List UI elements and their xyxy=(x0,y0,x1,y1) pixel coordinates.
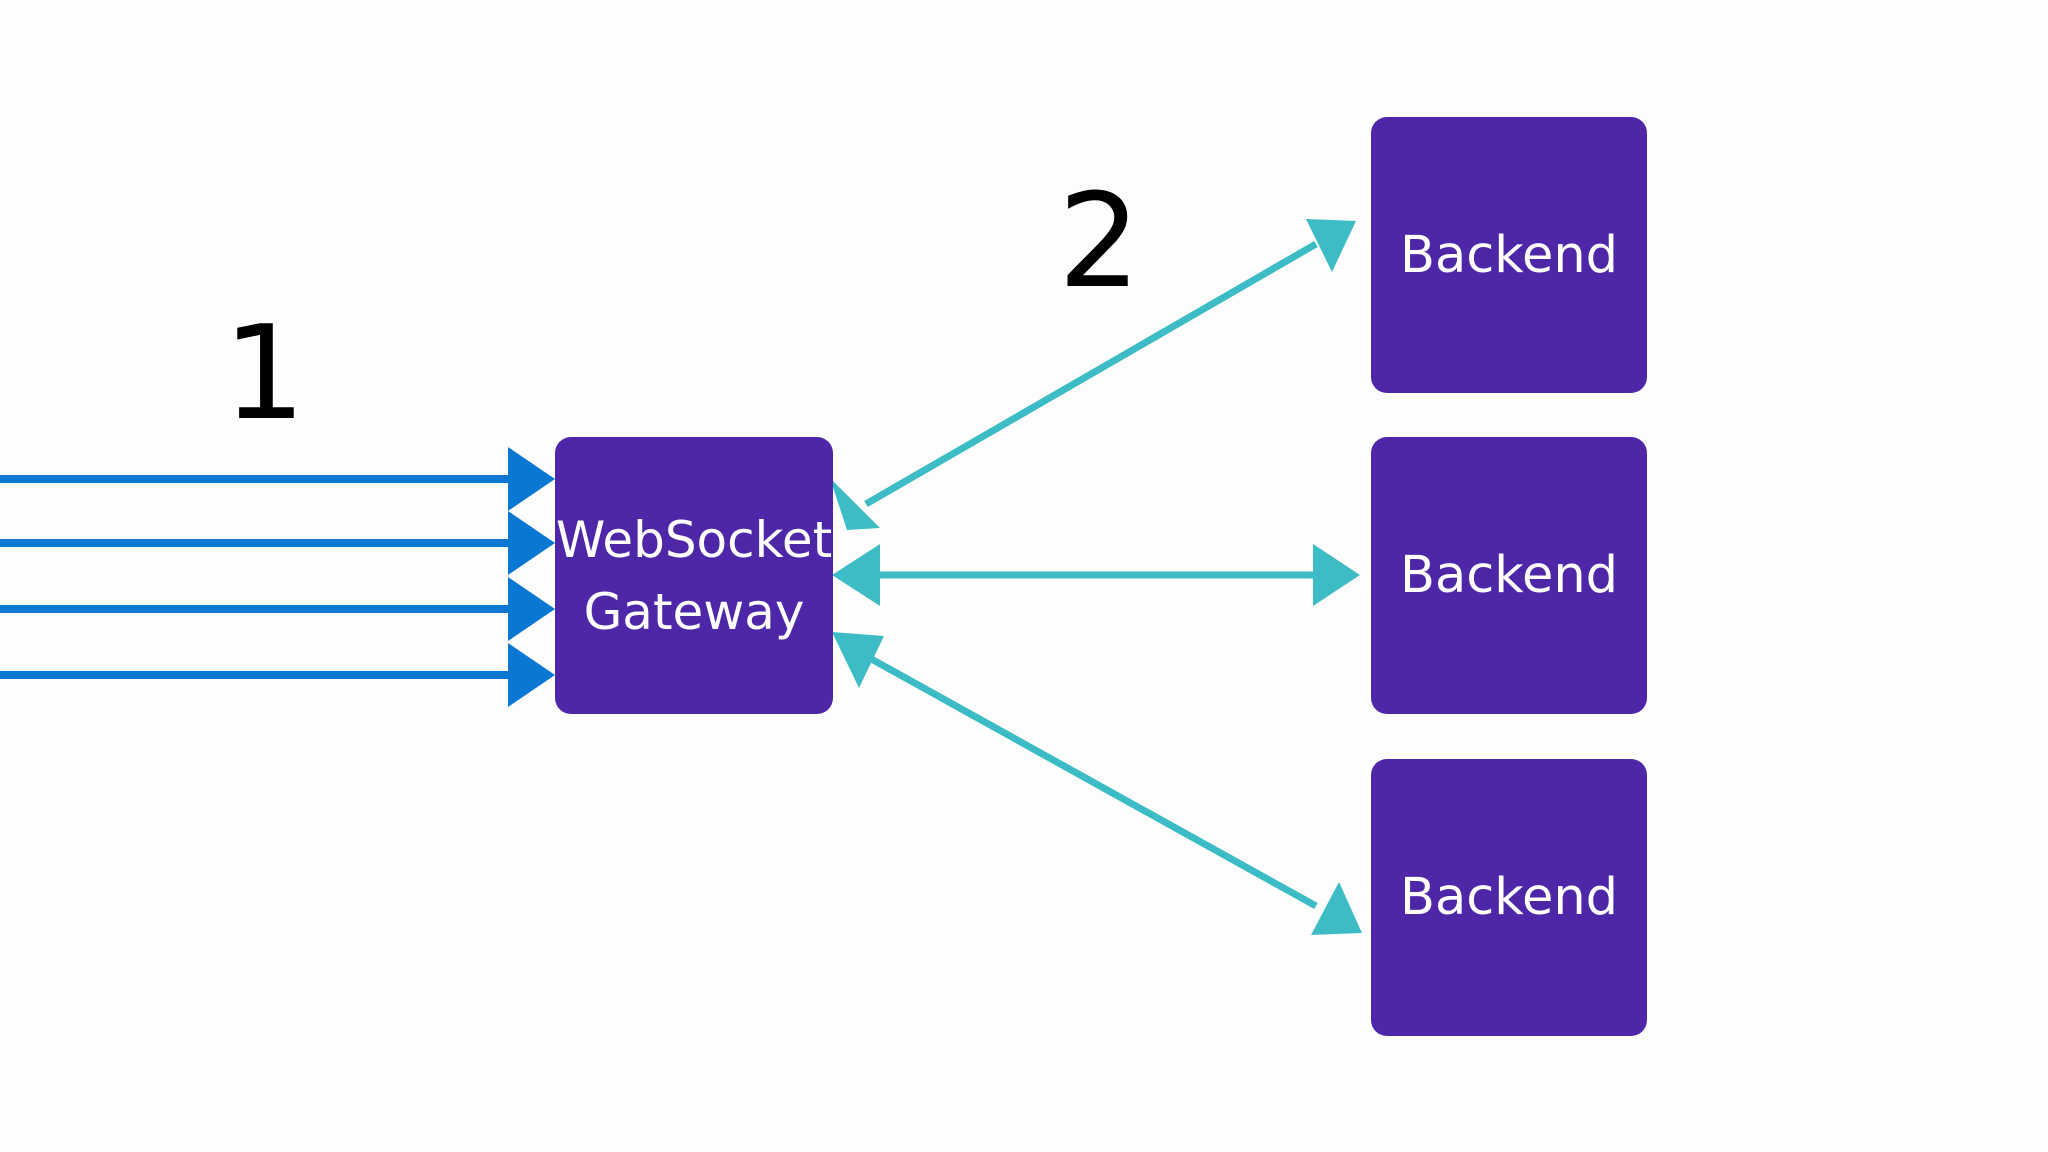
backend-node-1: Backend xyxy=(1371,117,1647,393)
backend-label: Backend xyxy=(1399,225,1619,285)
backend-connection-line-1 xyxy=(864,240,1318,508)
backend-node-2: Backend xyxy=(1371,437,1647,714)
client-arrowhead-3 xyxy=(508,577,555,641)
backend-2-arrowhead-backend-end xyxy=(1313,544,1360,606)
backend-1-arrowhead-backend-end xyxy=(1306,219,1356,272)
client-arrowhead-1 xyxy=(508,447,555,511)
backend-label: Backend xyxy=(1399,868,1619,927)
client-arrowhead-2 xyxy=(508,511,555,575)
backend-arrows xyxy=(830,219,1362,935)
backend-3-arrowhead-backend-end xyxy=(1311,882,1362,935)
backend-connection-line-3 xyxy=(864,652,1318,910)
backend-label: Backend xyxy=(1399,546,1619,605)
backend-3-arrowhead-gateway-end xyxy=(832,632,884,688)
client-arrows xyxy=(0,447,555,707)
backend-2-arrowhead-gateway-end xyxy=(832,544,880,606)
gateway-label-line-2: Gateway xyxy=(583,582,805,641)
step-1-label: 1 xyxy=(223,297,306,449)
websocket-gateway-node: WebSocket Gateway xyxy=(555,437,833,714)
backend-1-arrowhead-gateway-end xyxy=(830,478,880,530)
backend-node-3: Backend xyxy=(1371,759,1647,1036)
client-arrowhead-4 xyxy=(508,643,555,707)
gateway-label-line-1: WebSocket xyxy=(555,510,833,569)
step-2-label: 2 xyxy=(1058,165,1141,317)
